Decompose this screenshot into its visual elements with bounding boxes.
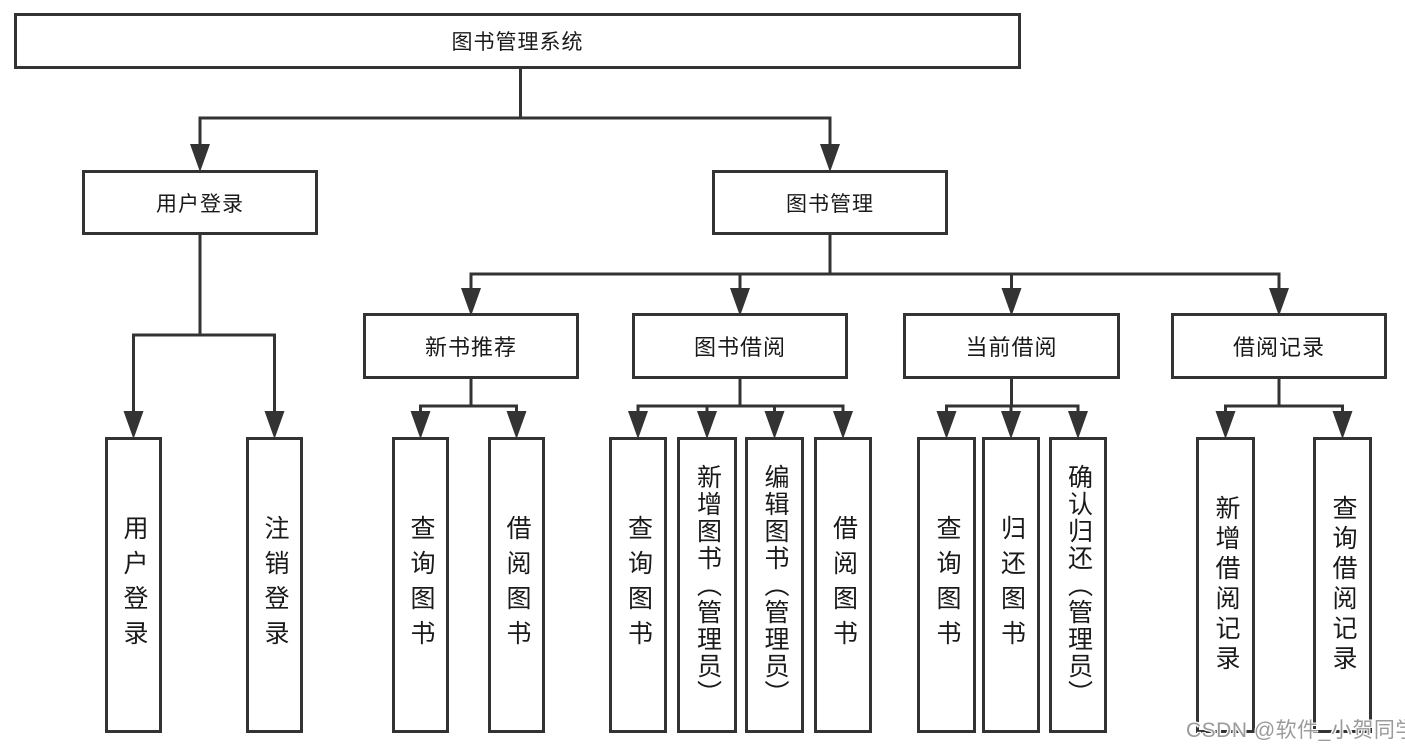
leaf-query-borrow-record-label: 查询借阅记录 [1329, 495, 1357, 675]
leaf-confirm-return-admin-label: 确认归还（管理员） [1064, 463, 1093, 707]
leaf-edit-books-admin-label: 编辑图书（管理员） [761, 463, 789, 707]
node-book-borrowing-label: 图书借阅 [693, 335, 786, 360]
node-library-system-label: 图书管理系统 [451, 31, 584, 54]
node-library-system: 图书管理系统 [14, 13, 1021, 69]
leaf-query-books-borrowing-label: 查询图书 [624, 515, 653, 655]
node-borrow-records-label: 借阅记录 [1232, 335, 1325, 360]
leaf-user-login-label: 用户登录 [120, 515, 148, 655]
leaf-query-books-recommend: 查询图书 [392, 437, 449, 733]
node-current-borrowing-label: 当前借阅 [965, 335, 1058, 360]
leaf-borrow-books-borrowing: 借阅图书 [814, 437, 872, 733]
leaf-add-borrow-record-label: 新增借阅记录 [1212, 495, 1240, 675]
node-book-management-label: 图书管理 [786, 192, 874, 216]
leaf-add-books-admin-label: 新增图书（管理员） [693, 463, 722, 707]
node-current-borrowing: 当前借阅 [903, 313, 1120, 379]
node-book-management: 图书管理 [712, 170, 948, 235]
leaf-logout: 注销登录 [246, 437, 303, 733]
leaf-borrow-books-recommend: 借阅图书 [488, 437, 545, 733]
leaf-query-books-current: 查询图书 [917, 437, 976, 733]
leaf-add-borrow-record: 新增借阅记录 [1196, 437, 1255, 733]
leaf-confirm-return-admin: 确认归还（管理员） [1049, 437, 1107, 733]
node-borrow-records: 借阅记录 [1171, 313, 1387, 379]
node-user-login: 用户登录 [82, 170, 318, 235]
leaf-logout-label: 注销登录 [261, 515, 289, 655]
leaf-user-login: 用户登录 [105, 437, 162, 733]
leaf-return-books: 归还图书 [982, 437, 1040, 733]
node-new-book-recommend-label: 新书推荐 [424, 335, 517, 360]
leaf-add-books-admin: 新增图书（管理员） [677, 437, 737, 733]
leaf-edit-books-admin: 编辑图书（管理员） [745, 437, 804, 733]
node-book-borrowing: 图书借阅 [632, 313, 848, 379]
leaf-borrow-books-borrowing-label: 借阅图书 [829, 515, 858, 655]
leaf-return-books-label: 归还图书 [997, 515, 1026, 655]
leaf-borrow-books-recommend-label: 借阅图书 [503, 515, 531, 655]
leaf-query-books-borrowing: 查询图书 [609, 437, 667, 733]
leaf-query-books-recommend-label: 查询图书 [407, 515, 435, 655]
leaf-query-books-current-label: 查询图书 [933, 515, 961, 655]
node-new-book-recommend: 新书推荐 [363, 313, 579, 379]
node-user-login-label: 用户登录 [156, 192, 244, 216]
leaf-query-borrow-record: 查询借阅记录 [1313, 437, 1372, 733]
csdn-watermark: CSDN @软件_小贺同学 [1186, 719, 1405, 742]
